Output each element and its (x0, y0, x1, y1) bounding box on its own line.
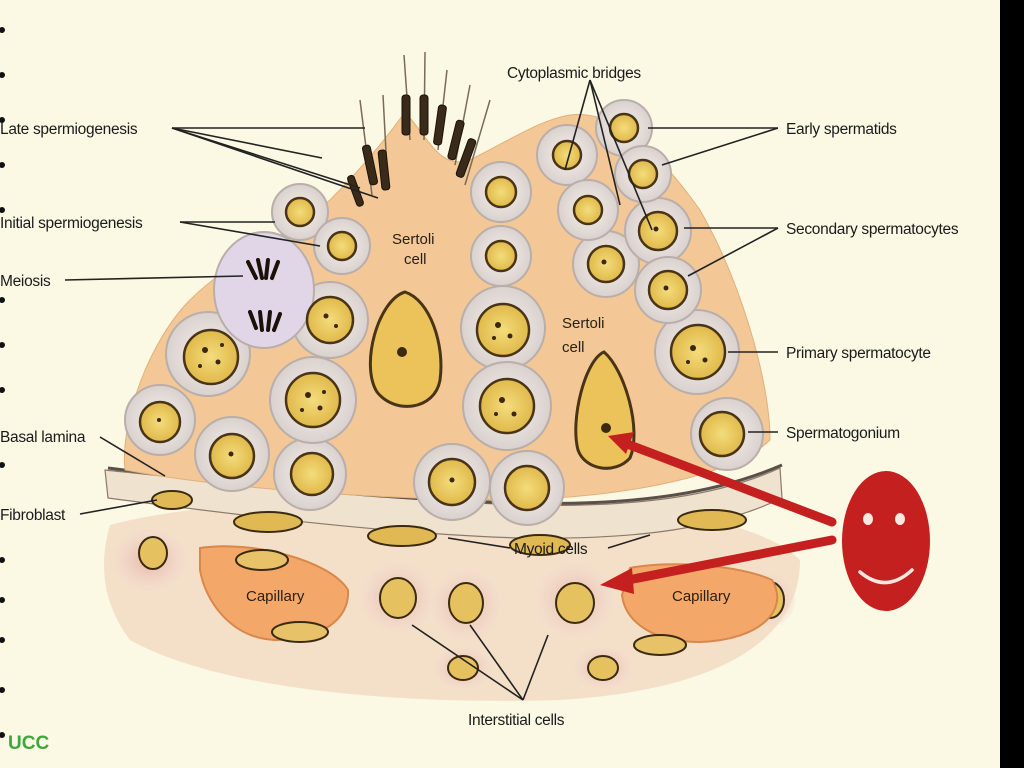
label-capillary-left: Capillary (246, 588, 305, 605)
label-interstitial-cells: Interstitial cells (468, 712, 565, 729)
left-edge-dots (0, 27, 5, 738)
label-early-spermatids: Early spermatids (786, 121, 897, 138)
slide: Late spermiogenesis Initial spermiogenes… (0, 0, 1000, 768)
right-black-bar (1000, 0, 1024, 768)
germ-cell-nuclei (138, 112, 746, 512)
label-late-spermiogenesis: Late spermiogenesis (0, 121, 138, 138)
late-spermatids (347, 51, 491, 207)
label-sertoli-left-line1: Sertoli (392, 231, 435, 248)
label-primary-spermatocyte: Primary spermatocyte (786, 345, 931, 362)
label-sertoli-right-line2: cell (562, 339, 585, 356)
label-secondary-spermatocytes: Secondary spermatocytes (786, 221, 959, 238)
label-meiosis: Meiosis (0, 273, 51, 290)
meiosis-chromosomes (246, 258, 282, 332)
red-arrows (600, 432, 837, 594)
label-fibroblast: Fibroblast (0, 507, 66, 524)
label-capillary-right: Capillary (672, 588, 731, 605)
ucc-watermark: UCC (8, 733, 50, 754)
diagram-labels: Late spermiogenesis Initial spermiogenes… (0, 65, 959, 729)
label-sertoli-right-line1: Sertoli (562, 315, 605, 332)
label-cytoplasmic-bridges: Cytoplasmic bridges (507, 65, 641, 82)
sertoli-nucleus-left (368, 290, 443, 408)
leader-lines (64, 79, 779, 701)
interstitial-nuclei (138, 536, 785, 681)
chromatin-speckles (157, 226, 708, 483)
myoid-nuclei (151, 490, 747, 556)
label-myoid-cells: Myoid cells (514, 541, 588, 558)
label-initial-spermiogenesis: Initial spermiogenesis (0, 215, 143, 232)
smiley-face-icon (842, 471, 930, 611)
seminiferous-tubule-diagram: Late spermiogenesis Initial spermiogenes… (0, 27, 959, 738)
label-basal-lamina: Basal lamina (0, 429, 86, 446)
capillary-left (199, 545, 350, 643)
label-spermatogonium: Spermatogonium (786, 425, 900, 442)
label-sertoli-left-line2: cell (404, 251, 427, 268)
